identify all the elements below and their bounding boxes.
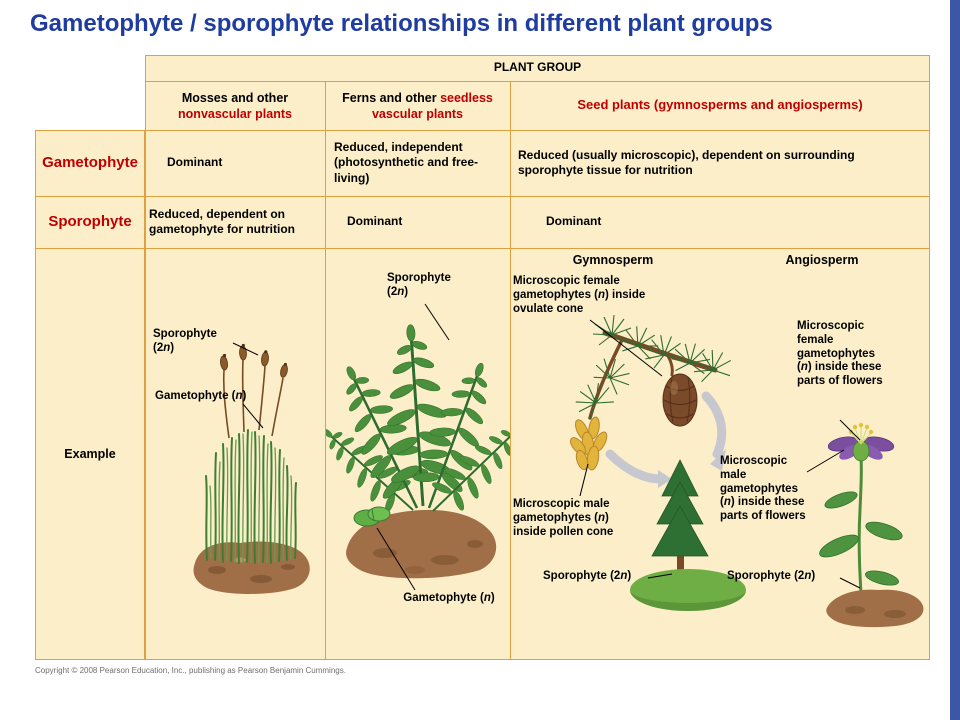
plant-group-header: PLANT GROUP bbox=[493, 60, 582, 75]
column-header-ferns-text: Ferns and other seedless vascular plants bbox=[331, 90, 504, 122]
table-label-column-background bbox=[35, 130, 145, 660]
cell-gametophyte-mosses: Dominant bbox=[167, 155, 223, 170]
angiosperm-subheading: Angiosperm bbox=[785, 253, 859, 267]
moss-capsules bbox=[219, 345, 288, 378]
column-header-ferns-red: seedless vascular plants bbox=[371, 90, 493, 121]
flower bbox=[827, 422, 895, 462]
column-header-mosses: Mosses and other nonvascular plants bbox=[145, 81, 325, 130]
row-label-sporophyte: Sporophyte bbox=[48, 213, 132, 231]
moss-gametophyte-label: Gametophyte (n) bbox=[155, 390, 247, 402]
example-cell-seed-plants: Gymnosperm Angiosperm Microscopic female… bbox=[510, 248, 930, 660]
row-label-gametophyte: Gametophyte bbox=[42, 154, 138, 172]
cell-gametophyte-ferns: Reduced, independent (photosynthetic and… bbox=[334, 139, 479, 185]
gymnosperm-sporophyte-label: Sporophyte (2n) bbox=[543, 570, 632, 582]
table-divider-vertical bbox=[510, 81, 511, 660]
fern-gametophyte-label: Gametophyte (n) bbox=[403, 592, 495, 604]
column-header-mosses-red: nonvascular plants bbox=[178, 106, 292, 121]
flower-leaves bbox=[819, 491, 903, 586]
example-cell-ferns: Sporophyte (2n) Gametophyte (n) bbox=[325, 248, 510, 660]
moss-sporophyte-stalks bbox=[222, 359, 284, 439]
slide-title: Gametophyte / sporophyte relationships i… bbox=[30, 10, 773, 37]
table-divider-horizontal bbox=[35, 196, 930, 197]
flower-soil bbox=[826, 589, 924, 628]
column-header-mosses-black: Mosses and other bbox=[181, 90, 289, 105]
gymnosperm-male-gametophyte-label: Microscopic male gametophytes (n) inside… bbox=[513, 498, 614, 538]
seed-leader-lines bbox=[579, 319, 861, 589]
angiosperm-male-gametophyte-label: Microscopic male gametophytes (n) inside… bbox=[720, 455, 806, 523]
fern-fronds bbox=[325, 320, 510, 529]
row-label-example: Example bbox=[64, 447, 116, 461]
moss-sporophyte-label: Sporophyte (2n) bbox=[153, 328, 217, 354]
cell-sporophyte-ferns: Dominant bbox=[347, 214, 403, 229]
moss-leader-lines bbox=[232, 342, 264, 429]
cell-sporophyte-mosses: Reduced, dependent on gametophyte for nu… bbox=[149, 206, 295, 236]
seed-plants-illustration bbox=[568, 314, 924, 628]
fern-sporophyte-label: Sporophyte (2n) bbox=[387, 272, 451, 298]
fern-gametophyte bbox=[353, 506, 391, 527]
slide-accent-bar bbox=[950, 0, 960, 720]
column-header-seed-plants-red: Seed plants (gymnosperms and angiosperms… bbox=[577, 97, 863, 113]
conifer-tree bbox=[651, 459, 709, 584]
cell-gametophyte-seed: Reduced (usually microscopic), dependent… bbox=[518, 147, 855, 177]
arrow-from-pollen-cone bbox=[605, 449, 672, 488]
copyright-notice: Copyright © 2008 Pearson Education, Inc.… bbox=[35, 666, 346, 675]
table-divider-horizontal bbox=[35, 248, 930, 249]
fern-leader-lines bbox=[376, 303, 450, 591]
moss-capsule-tips bbox=[222, 343, 287, 366]
table-divider-horizontal bbox=[145, 81, 930, 82]
column-header-ferns-black: Ferns and other bbox=[342, 90, 437, 105]
example-cell-mosses: Sporophyte (2n) Gametophyte (n) bbox=[145, 248, 325, 660]
moss-gametophyte-stems-light bbox=[209, 431, 293, 564]
angiosperm-sporophyte-label: Sporophyte (2n) bbox=[727, 570, 816, 582]
gymnosperm-subheading: Gymnosperm bbox=[572, 253, 654, 267]
fern-soil bbox=[346, 509, 497, 579]
grass-mound bbox=[630, 569, 746, 611]
flower-stem bbox=[857, 457, 864, 611]
table-divider-vertical bbox=[325, 81, 326, 660]
cell-sporophyte-seed: Dominant bbox=[546, 214, 602, 229]
ovulate-cone bbox=[662, 373, 698, 427]
table-divider-horizontal bbox=[145, 130, 930, 131]
column-header-ferns: Ferns and other seedless vascular plants bbox=[325, 81, 510, 130]
moss-gametophyte-stems bbox=[205, 429, 297, 564]
arrow-from-ovulate-cone bbox=[701, 391, 727, 471]
angiosperm-female-gametophyte-label: Microscopic female gametophytes (n) insi… bbox=[797, 320, 883, 388]
pollen-cones bbox=[570, 416, 608, 471]
column-header-seed-plants: Seed plants (gymnosperms and angiosperms… bbox=[510, 81, 930, 130]
moss-illustration bbox=[193, 342, 310, 594]
fern-illustration bbox=[325, 303, 510, 591]
gymnosperm-female-gametophyte-label: Microscopic female gametophytes (n) insi… bbox=[513, 275, 646, 315]
